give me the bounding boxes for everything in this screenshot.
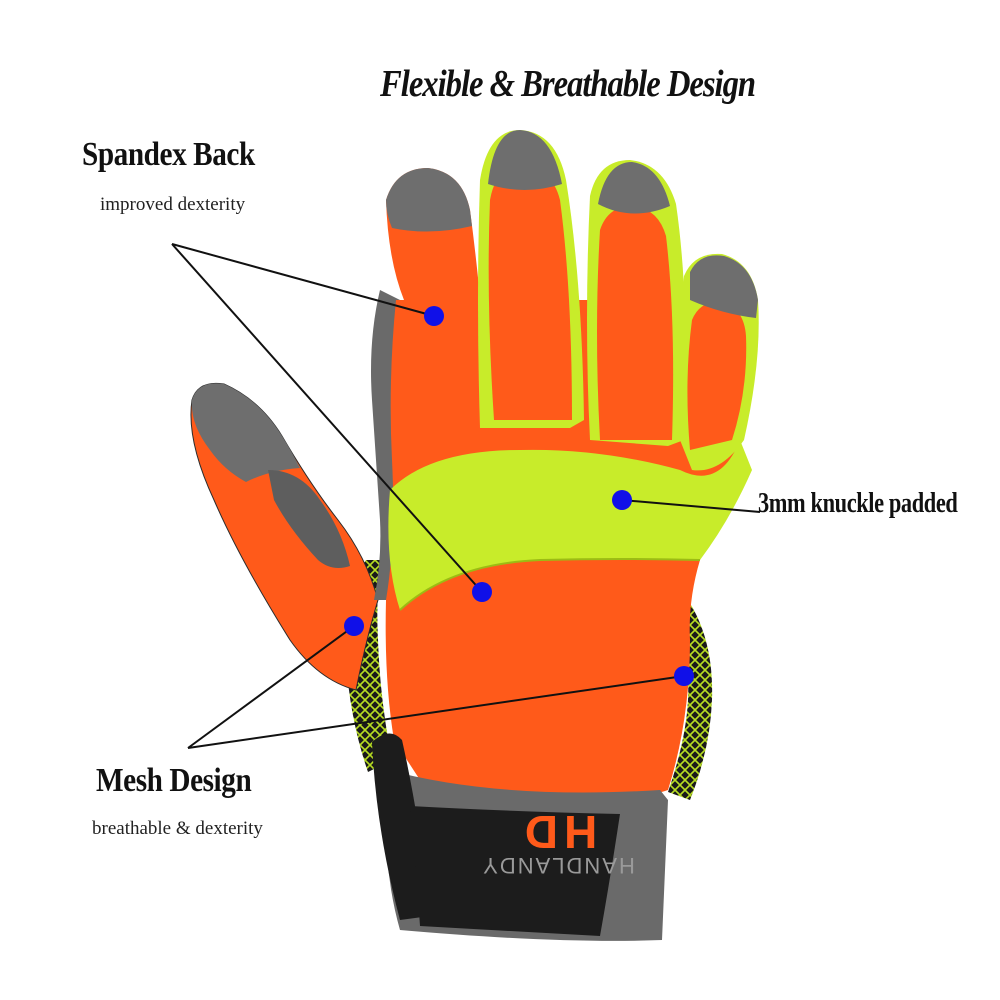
marker-spandex-finger xyxy=(424,306,444,326)
spandex-back-title: Spandex Back xyxy=(82,136,255,173)
finger-middle xyxy=(488,166,572,420)
thumb-tip-grey xyxy=(191,383,300,482)
callout-line-knuckle xyxy=(621,499,761,513)
knuckle-pad-curve xyxy=(399,558,701,611)
callout-line-spandex-2 xyxy=(171,243,483,593)
mesh-design-subtitle: breathable & dexterity xyxy=(92,818,263,839)
finger-little-tip xyxy=(690,255,758,318)
thumb-palm-grey xyxy=(268,470,350,568)
marker-knuckle xyxy=(612,490,632,510)
finger-ring-tip xyxy=(598,162,670,214)
cuff-black-band xyxy=(410,806,620,936)
callout-line-spandex-1 xyxy=(171,243,435,317)
knuckle-padded-title: 3mm knuckle padded xyxy=(758,488,958,519)
mesh-panel-right xyxy=(668,600,713,800)
callout-line-mesh-2 xyxy=(187,675,685,749)
brand-name-text: HANDLANDY xyxy=(481,853,635,878)
finger-index-tip xyxy=(386,168,472,232)
marker-mesh-right xyxy=(674,666,694,686)
finger-middle-tip xyxy=(488,130,562,190)
cuff-strap xyxy=(372,733,430,920)
marker-mesh-left xyxy=(344,616,364,636)
marker-spandex-back xyxy=(472,582,492,602)
brand-logo: HANDLANDY HD xyxy=(481,806,635,878)
mesh-design-title: Mesh Design xyxy=(96,762,252,799)
finger-index xyxy=(386,168,490,430)
knuckle-pad xyxy=(388,440,752,610)
spandex-back-subtitle: improved dexterity xyxy=(100,194,246,215)
page-title: Flexible & Breathable Design xyxy=(380,63,756,105)
finger-ring xyxy=(597,206,674,440)
callout-line-mesh-1 xyxy=(187,625,355,749)
finger-little xyxy=(687,301,747,450)
brand-logo-text: HD xyxy=(519,806,597,858)
